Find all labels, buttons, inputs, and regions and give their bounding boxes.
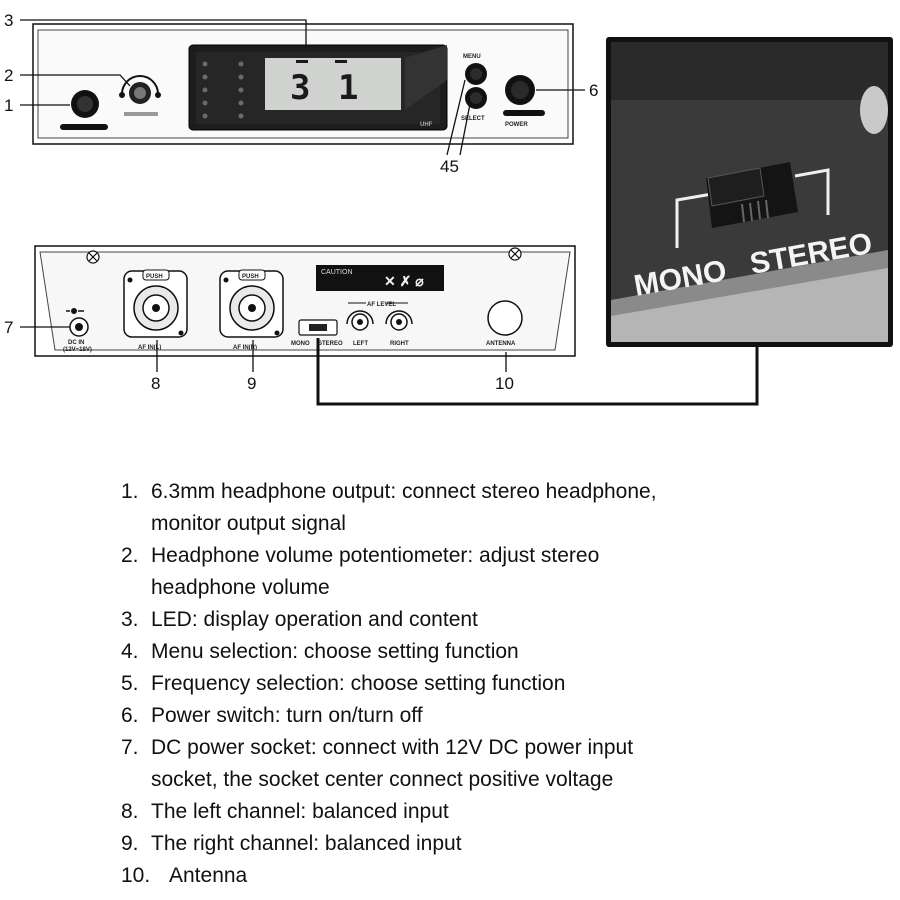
xlr-left-input: PUSH AF IN(L) xyxy=(123,269,188,351)
af-level-knobs: AF LEVEL LEFT RIGHT xyxy=(346,302,413,347)
callout-2: 2 xyxy=(4,66,13,85)
callout-6: 6 xyxy=(589,81,598,100)
mono-stereo-switch[interactable]: MONO STEREO xyxy=(291,319,343,347)
callout-10: 10 xyxy=(495,374,514,393)
power-button[interactable]: POWER xyxy=(503,75,545,128)
rear-panel: DC IN (12V~18V) PUSH AF IN(L) PUSH AF IN xyxy=(34,245,576,357)
status-led-icon xyxy=(202,61,244,119)
display-digit-right: 1 xyxy=(338,68,358,108)
frequency-button[interactable]: SELECT xyxy=(461,87,487,122)
dc-label-top: DC IN xyxy=(68,340,84,346)
feature-list: 1.6.3mm headphone output: connect stereo… xyxy=(121,476,841,892)
power-button-label: POWER xyxy=(505,122,528,128)
mono-label: MONO xyxy=(291,341,310,347)
callout-8: 8 xyxy=(151,374,160,393)
callout-9: 9 xyxy=(247,374,256,393)
list-item: 10.Antenna xyxy=(121,864,248,887)
xlr-push-label: PUSH xyxy=(242,274,259,280)
front-callouts xyxy=(20,19,585,156)
led-display: 3 1 UHF xyxy=(188,44,448,131)
device-diagram: 3 1 UHF MENU SELECT POWER xyxy=(0,0,900,420)
callout-3: 3 xyxy=(4,11,13,30)
list-item: 9.The right channel: balanced input xyxy=(121,832,462,855)
af-level-label: AF LEVEL xyxy=(367,302,396,308)
screw-icon xyxy=(86,250,100,264)
caution-strip: CAUTION ✕ ✗ ⌀ xyxy=(316,265,444,291)
list-item: 6.Power switch: turn on/turn off xyxy=(121,704,423,727)
stereo-label: STEREO xyxy=(318,341,343,347)
antenna-connector: ANTENNA xyxy=(486,300,523,347)
list-item: 3.LED: display operation and content xyxy=(121,608,478,631)
dc-label-bottom: (12V~18V) xyxy=(63,347,92,353)
caution-label: CAUTION xyxy=(321,269,353,276)
dc-socket: DC IN (12V~18V) xyxy=(63,308,92,353)
xlr-push-label: PUSH xyxy=(146,274,163,280)
list-item: 2.Headphone volume potentiometer: adjust… xyxy=(121,544,600,599)
callout-45: 45 xyxy=(440,157,459,176)
screw-icon xyxy=(508,247,522,261)
frequency-button-label: SELECT xyxy=(461,116,485,122)
callout-7: 7 xyxy=(4,318,13,337)
svg-text:✕ ✗ ⌀: ✕ ✗ ⌀ xyxy=(384,273,424,289)
switch-connector-line xyxy=(316,338,759,406)
callout-1: 1 xyxy=(4,96,13,115)
rear-callouts xyxy=(20,326,507,372)
list-item: 8.The left channel: balanced input xyxy=(121,800,449,823)
volume-knob-icon xyxy=(119,75,161,116)
list-item: 1.6.3mm headphone output: connect stereo… xyxy=(121,480,657,535)
headphone-jack-icon xyxy=(60,90,108,130)
xlr-right-input: PUSH AF IN(R) xyxy=(219,269,284,351)
display-tag: UHF xyxy=(420,122,433,128)
left-level-knob[interactable] xyxy=(346,310,374,331)
display-digit-left: 3 xyxy=(290,68,310,108)
list-item: 5.Frequency selection: choose setting fu… xyxy=(121,672,566,695)
slide-switch-icon xyxy=(706,162,798,228)
right-knob-label: RIGHT xyxy=(390,341,409,347)
right-level-knob[interactable] xyxy=(385,310,413,331)
list-item: 4.Menu selection: choose setting functio… xyxy=(121,640,519,663)
switch-photo: MONO STEREO xyxy=(606,37,893,347)
list-item: 7.DC power socket: connect with 12V DC p… xyxy=(121,736,634,791)
right-input-label: AF IN(R) xyxy=(233,345,257,351)
left-input-label: AF IN(L) xyxy=(138,345,161,351)
menu-button[interactable]: MENU xyxy=(463,54,487,85)
left-knob-label: LEFT xyxy=(353,341,368,347)
front-panel: 3 1 UHF MENU SELECT POWER xyxy=(32,23,574,145)
antenna-label: ANTENNA xyxy=(486,341,516,347)
menu-button-label: MENU xyxy=(463,54,481,60)
